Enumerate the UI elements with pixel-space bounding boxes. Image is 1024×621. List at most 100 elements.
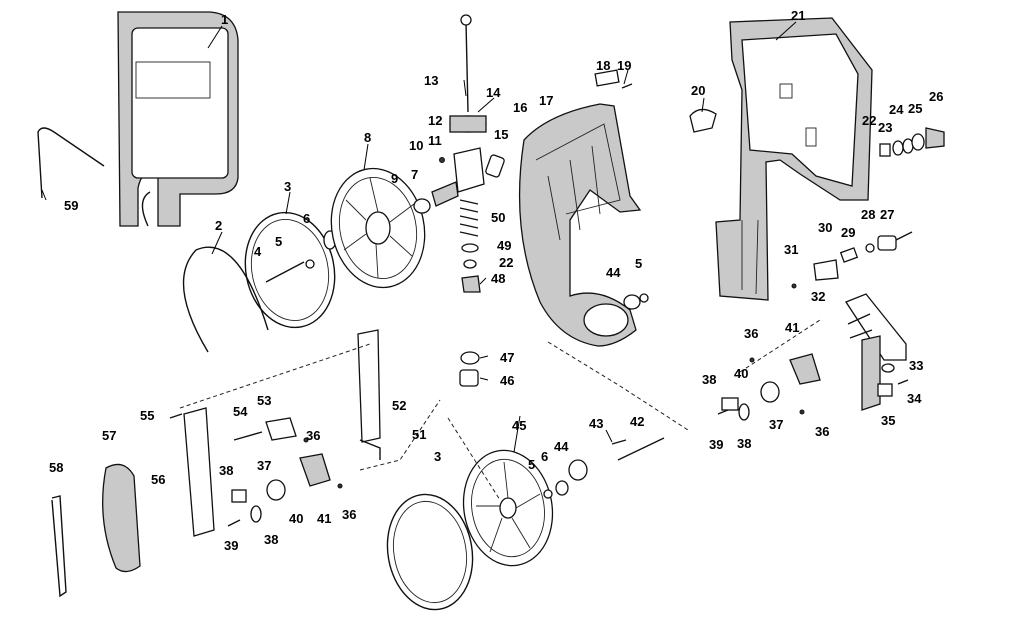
part-label-36-b: 36 — [815, 424, 830, 439]
part-label-50: 50 — [491, 210, 506, 225]
part-label-22-b: 22 — [499, 255, 514, 270]
part-label-5-a: 5 — [275, 234, 283, 249]
bearing-ring — [639, 293, 649, 303]
part-label-43: 43 — [589, 416, 604, 431]
part-label-10: 10 — [409, 138, 424, 153]
lower-wheel — [462, 449, 554, 567]
part-label-49: 49 — [497, 238, 512, 253]
upper-tire — [244, 211, 336, 329]
part-label-32: 32 — [811, 289, 826, 304]
wire-rod — [37, 127, 105, 199]
part-label-19: 19 — [617, 58, 632, 73]
part-label-26: 26 — [929, 89, 944, 104]
leader-lines — [41, 21, 797, 453]
part-label-58: 58 — [49, 460, 64, 475]
part-label-51: 51 — [412, 427, 427, 442]
part-label-18: 18 — [596, 58, 611, 73]
part-label-5-b: 5 — [635, 256, 643, 271]
guard-clip — [594, 69, 620, 87]
part-label-44-a: 44 — [606, 265, 621, 280]
part-label-27: 27 — [880, 207, 895, 222]
lower-tire — [386, 493, 474, 611]
axle-shaft — [265, 261, 305, 283]
part-label-36-c: 36 — [306, 428, 321, 443]
part-label-20: 20 — [691, 83, 706, 98]
part-label-4: 4 — [254, 244, 262, 259]
part-label-41-b: 41 — [317, 511, 332, 526]
lower-guide-post — [169, 329, 381, 537]
part-label-24: 24 — [889, 102, 904, 117]
clip-screw — [621, 83, 633, 89]
main-frame — [715, 17, 873, 301]
tension-spring-stack — [459, 199, 481, 293]
part-label-11: 11 — [428, 133, 442, 148]
part-label-55: 55 — [140, 408, 155, 423]
upper-frame-arm — [518, 103, 642, 347]
wheel-brush — [102, 463, 141, 573]
upper-wheel-cover — [117, 11, 239, 227]
bearing-sleeve — [623, 294, 641, 310]
part-label-45: 45 — [512, 418, 527, 433]
alignment-lines — [179, 319, 821, 501]
part-label-47: 47 — [500, 350, 515, 365]
part-label-5-c: 5 — [528, 457, 536, 472]
part-label-21: 21 — [791, 8, 806, 23]
part-label-39-b: 39 — [224, 538, 239, 553]
part-label-35: 35 — [881, 413, 896, 428]
part-label-16: 16 — [513, 100, 528, 115]
part-label-54: 54 — [233, 404, 248, 419]
part-label-15: 15 — [494, 127, 509, 142]
upper-wheel — [330, 167, 426, 289]
part-label-12: 12 — [428, 113, 443, 128]
blade-guard-clip — [689, 108, 717, 133]
part-label-6-a: 6 — [303, 211, 311, 226]
part-label-56: 56 — [151, 472, 166, 487]
part-label-38-c: 38 — [219, 463, 234, 478]
lower-guide-bracket — [845, 293, 909, 411]
right-guide-assembly — [717, 353, 821, 421]
part-label-29: 29 — [841, 225, 856, 240]
part-label-37-a: 37 — [769, 417, 784, 432]
part-label-22-a: 22 — [862, 113, 877, 128]
part-label-57: 57 — [102, 428, 117, 443]
part-label-52: 52 — [392, 398, 407, 413]
left-guide-assembly — [227, 437, 343, 527]
axle-nut — [305, 259, 315, 269]
part-label-13: 13 — [424, 73, 439, 88]
part-label-39-a: 39 — [709, 437, 724, 452]
part-label-28: 28 — [861, 207, 876, 222]
part-label-38-b: 38 — [737, 436, 752, 451]
part-label-2: 2 — [215, 218, 223, 233]
part-label-48: 48 — [491, 271, 506, 286]
part-label-46: 46 — [500, 373, 515, 388]
saw-blade — [182, 246, 269, 353]
part-label-17: 17 — [539, 93, 554, 108]
part-label-3-lower: 3 — [434, 449, 442, 464]
part-label-8: 8 — [364, 130, 372, 145]
part-label-36-a: 36 — [744, 326, 759, 341]
adjust-knob-assembly — [879, 127, 945, 157]
part-label-23: 23 — [878, 120, 893, 135]
part-label-38-d: 38 — [264, 532, 279, 547]
part-label-38-a: 38 — [702, 372, 717, 387]
part-label-1: 1 — [221, 12, 229, 27]
part-label-31: 31 — [784, 242, 799, 257]
lower-axle-parts — [543, 437, 665, 499]
part-label-9: 9 — [391, 171, 399, 186]
scraper-bracket — [51, 495, 67, 598]
part-label-7: 7 — [411, 167, 419, 182]
part-label-37-b: 37 — [257, 458, 272, 473]
part-label-3-upper: 3 — [284, 179, 292, 194]
part-label-53: 53 — [257, 393, 272, 408]
screw-bracket-set — [791, 231, 913, 289]
tension-assembly — [413, 14, 505, 214]
part-label-30: 30 — [818, 220, 833, 235]
part-label-33: 33 — [909, 358, 924, 373]
part-label-42: 42 — [630, 414, 645, 429]
part-label-34: 34 — [907, 391, 922, 406]
part-label-44-b: 44 — [554, 439, 569, 454]
nut-set — [459, 351, 480, 387]
part-label-25: 25 — [908, 101, 923, 116]
